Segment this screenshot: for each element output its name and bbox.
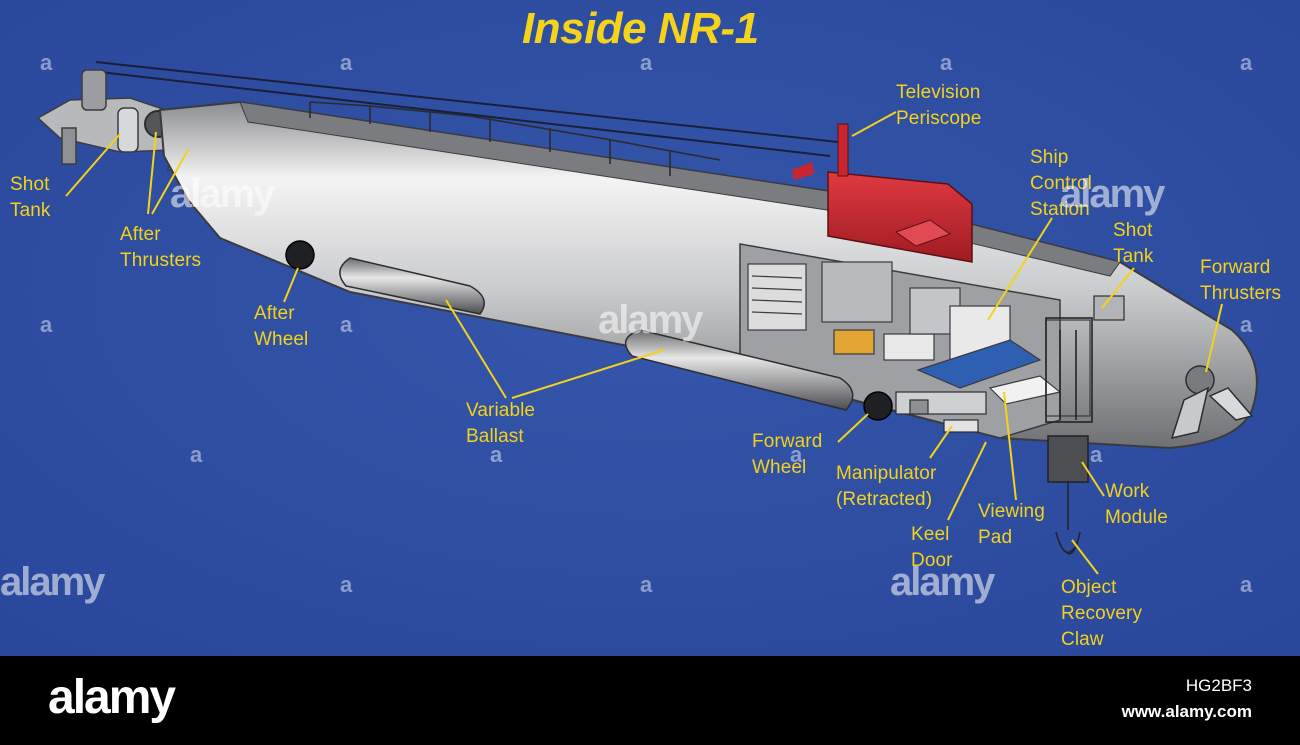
label-after-wheel: After Wheel bbox=[254, 301, 308, 353]
label-variable-ballast: Variable Ballast bbox=[466, 398, 535, 450]
watermark-mark: a bbox=[1240, 572, 1253, 597]
label-line: Recovery bbox=[1061, 603, 1143, 624]
label-shot-tank-aft: Shot Tank bbox=[10, 172, 51, 224]
after-wheel bbox=[285, 240, 315, 270]
watermark-mark: a bbox=[940, 50, 953, 75]
label-keel-door: Keel Door bbox=[911, 522, 953, 574]
label-line: Shot bbox=[1113, 220, 1153, 241]
label-line: After bbox=[254, 303, 295, 324]
label-line: After bbox=[120, 224, 161, 245]
label-line: Forward bbox=[752, 431, 823, 452]
label-line: Station bbox=[1030, 199, 1090, 220]
watermark-mark: a bbox=[1240, 312, 1253, 337]
watermark-mark: a bbox=[340, 50, 353, 75]
footer-image-id: HG2BF3 bbox=[1185, 676, 1252, 695]
label-viewing-pad: Viewing Pad bbox=[978, 499, 1045, 551]
label-forward-wheel: Forward Wheel bbox=[752, 429, 822, 481]
watermark-mark: a bbox=[490, 442, 503, 467]
watermark: alamy bbox=[890, 560, 995, 604]
forward-wheel bbox=[863, 391, 893, 421]
label-line: Object bbox=[1061, 577, 1117, 598]
leader-lines bbox=[65, 111, 1223, 575]
label-work-module: Work Module bbox=[1105, 479, 1168, 531]
label-line: Shot bbox=[10, 174, 50, 195]
nr1-cutaway-diagram bbox=[0, 0, 1300, 656]
label-line: Ballast bbox=[466, 426, 524, 447]
work-module bbox=[1045, 317, 1093, 555]
watermark: alamy bbox=[0, 560, 105, 604]
forward-thrusters bbox=[1170, 365, 1254, 440]
label-line: Wheel bbox=[752, 457, 807, 478]
label-line: Ship bbox=[1030, 147, 1069, 168]
watermark-mark: a bbox=[190, 442, 203, 467]
watermark-mark: a bbox=[790, 442, 803, 467]
interior-equipment bbox=[747, 261, 1091, 417]
label-after-thrusters: After Thrusters bbox=[120, 222, 201, 274]
label-line: Tank bbox=[10, 200, 51, 221]
label-line: Tank bbox=[1113, 246, 1154, 267]
label-line: Pad bbox=[978, 527, 1013, 548]
variable-ballast-tanks bbox=[339, 257, 854, 411]
sail bbox=[792, 123, 973, 263]
watermark-mark: a bbox=[640, 50, 653, 75]
watermark-mark: a bbox=[1090, 442, 1103, 467]
label-line: Door bbox=[911, 550, 953, 571]
label-object-recovery-claw: Object Recovery Claw bbox=[1061, 575, 1142, 653]
manipulator-assembly bbox=[895, 391, 987, 433]
stock-footer-bar: alamy HG2BF3 www.alamy.com bbox=[0, 656, 1300, 745]
watermark-mark: a bbox=[340, 312, 353, 337]
label-line: Periscope bbox=[896, 108, 982, 129]
label-forward-thrusters: Forward Thrusters bbox=[1200, 255, 1281, 307]
label-ship-control-station: Ship Control Station bbox=[1030, 145, 1092, 223]
label-line: Claw bbox=[1061, 629, 1104, 650]
watermark-mark: a bbox=[640, 572, 653, 597]
watermark-mark: a bbox=[340, 572, 353, 597]
label-television-periscope: Television Periscope bbox=[896, 80, 981, 132]
antenna-wires bbox=[95, 61, 839, 157]
diagram-title: Inside NR-1 bbox=[522, 4, 759, 53]
label-line: Thrusters bbox=[1200, 283, 1282, 304]
watermark: alamy bbox=[170, 172, 275, 216]
label-line: Television bbox=[896, 82, 981, 103]
label-line: Viewing bbox=[978, 501, 1045, 522]
label-line: Module bbox=[1105, 507, 1168, 528]
watermark-mark: a bbox=[1240, 50, 1253, 75]
label-line: Control bbox=[1030, 173, 1092, 194]
label-line: Wheel bbox=[254, 329, 309, 350]
label-line: Keel bbox=[911, 524, 950, 545]
watermark: alamy bbox=[1060, 172, 1165, 216]
label-line: (Retracted) bbox=[836, 489, 933, 510]
watermark-mark: a bbox=[40, 50, 53, 75]
label-line: Thrusters bbox=[120, 250, 202, 271]
label-line: Variable bbox=[466, 400, 536, 421]
deck-rail bbox=[309, 101, 721, 176]
label-shot-tank-forward: Shot Tank bbox=[1113, 218, 1154, 270]
watermark: alamy bbox=[598, 298, 703, 342]
footer-logo: alamy bbox=[48, 671, 176, 724]
watermark-mark: a bbox=[40, 312, 53, 337]
label-line: Forward bbox=[1200, 257, 1271, 278]
label-line: Manipulator bbox=[836, 463, 937, 484]
label-manipulator: Manipulator (Retracted) bbox=[836, 461, 936, 513]
footer-url[interactable]: www.alamy.com bbox=[1121, 702, 1252, 721]
label-line: Work bbox=[1105, 481, 1150, 502]
